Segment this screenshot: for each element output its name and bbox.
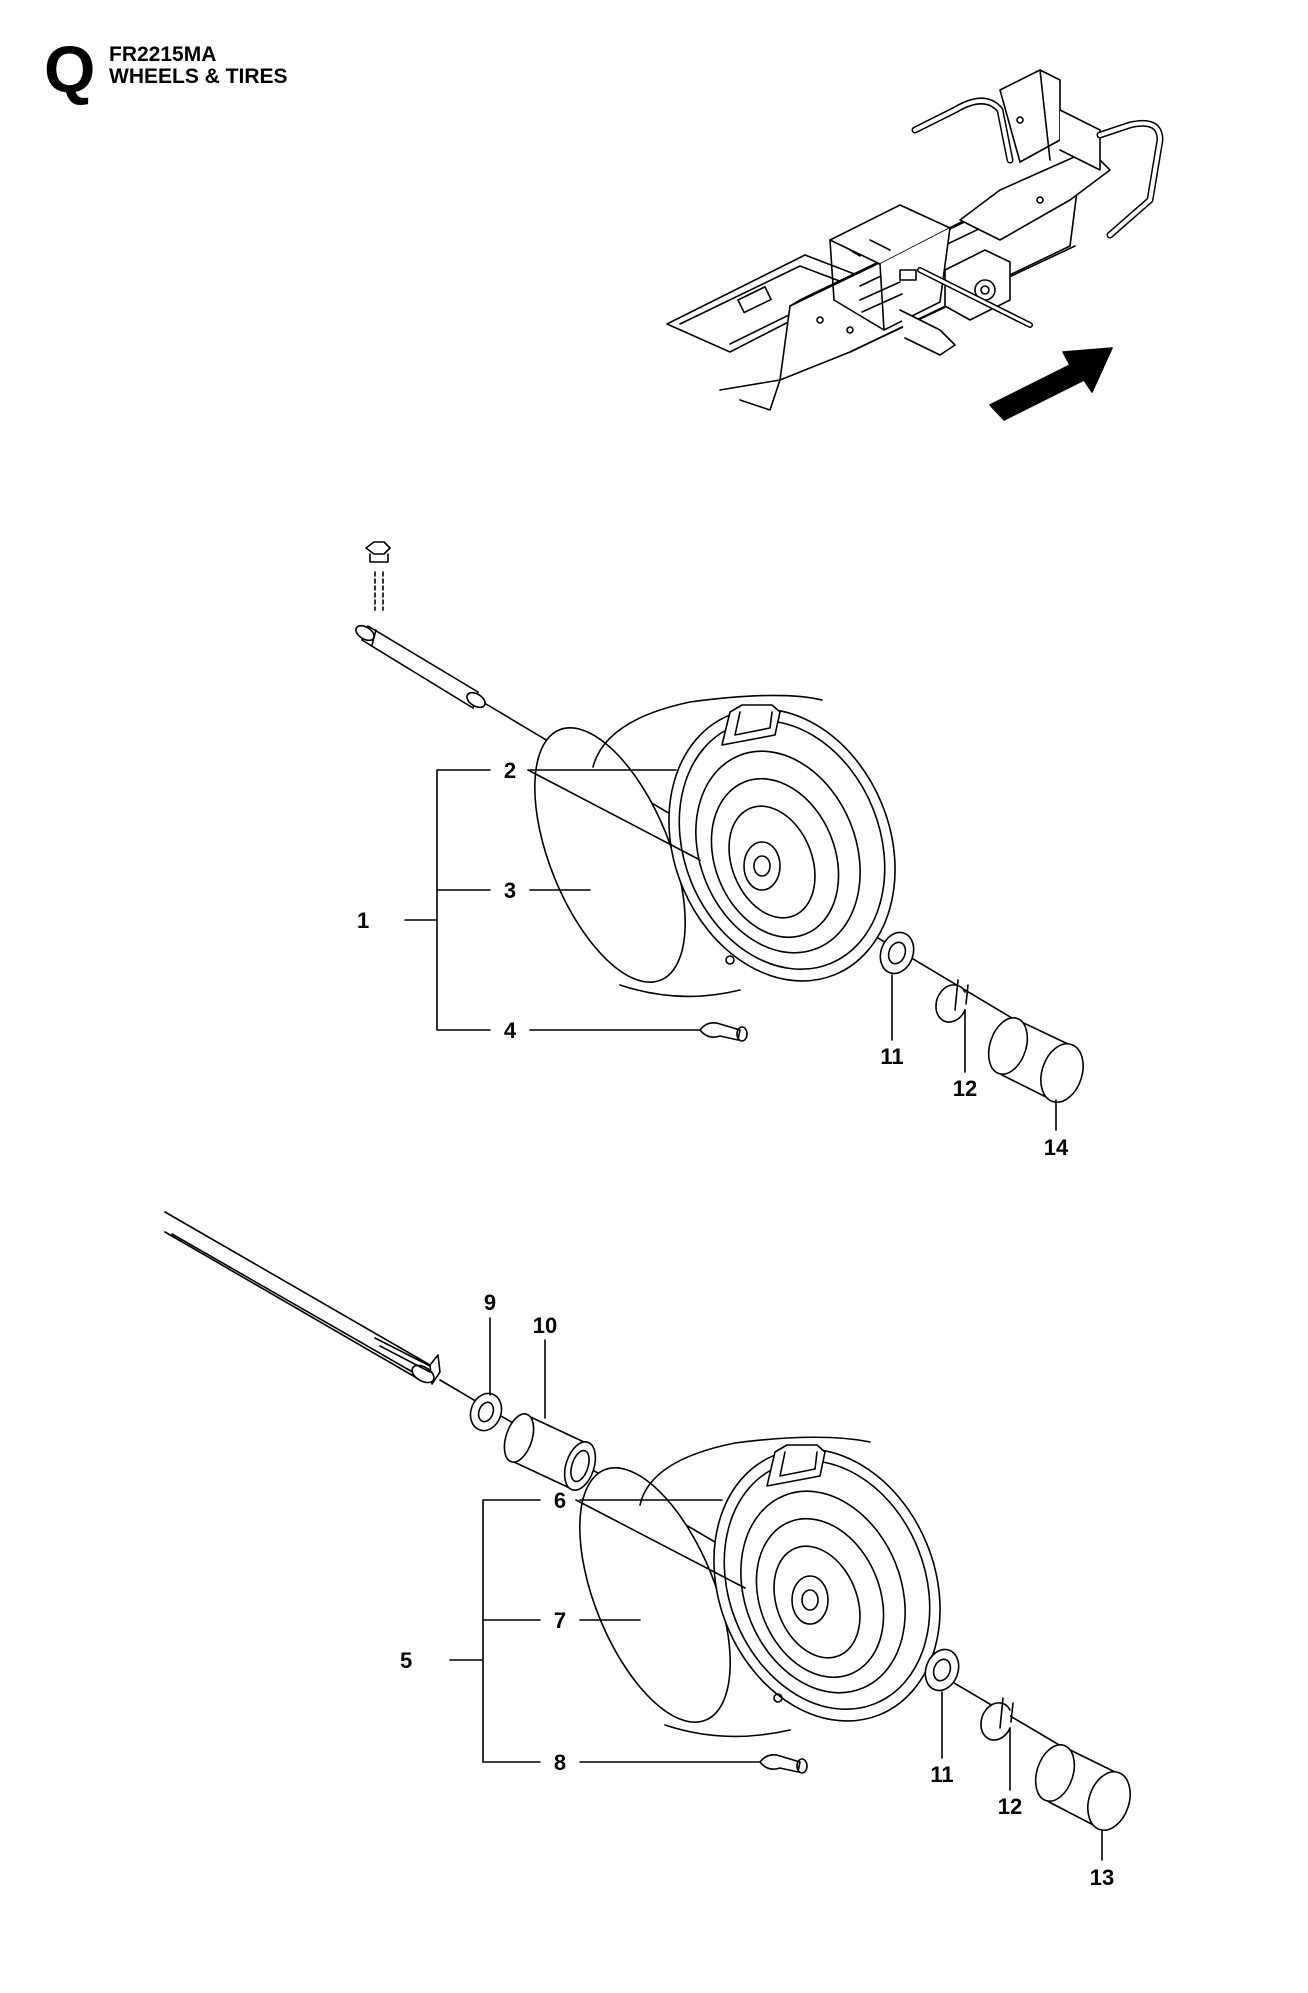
callout-12: 12 <box>998 1794 1022 1819</box>
location-arrow-icon <box>989 347 1113 421</box>
valve-stem <box>699 1022 748 1042</box>
callout-7: 7 <box>554 1608 566 1633</box>
callout-9: 9 <box>484 1290 496 1315</box>
axle-bolt <box>365 541 391 611</box>
callout-11: 11 <box>880 1044 903 1069</box>
callout-11: 11 <box>930 1762 953 1787</box>
section-letter: Q <box>44 32 96 106</box>
valve-stem <box>759 1754 808 1774</box>
callout-2: 2 <box>504 758 516 783</box>
front-wheel <box>534 694 896 998</box>
washer <box>924 1648 960 1692</box>
hub-cap <box>987 1017 1084 1103</box>
callout-8: 8 <box>554 1750 566 1775</box>
bushing <box>503 1413 597 1491</box>
hub-cap <box>1034 1744 1131 1831</box>
page-title: WHEELS & TIRES <box>109 65 288 88</box>
model-number: FR2215MA <box>109 43 217 66</box>
callout-12: 12 <box>953 1076 977 1101</box>
retaining-clip <box>980 1697 1014 1741</box>
callout-4: 4 <box>504 1018 517 1043</box>
callout-3: 3 <box>504 878 516 903</box>
callout-5: 5 <box>400 1648 412 1673</box>
callout-14: 14 <box>1044 1135 1069 1160</box>
rear-wheel-assembly <box>164 1211 1131 1861</box>
washer <box>879 931 915 975</box>
spacer-washer <box>469 1392 503 1432</box>
rear-axle <box>164 1211 441 1385</box>
callout-13: 13 <box>1090 1865 1114 1890</box>
front-wheel-assembly <box>355 541 1084 1131</box>
callout-1: 1 <box>357 908 369 933</box>
front-callouts: 1 2 3 4 11 12 14 <box>357 758 1069 1160</box>
chassis-frame-locator <box>666 69 1164 411</box>
rear-wheel <box>579 1436 941 1738</box>
callout-10: 10 <box>533 1313 557 1338</box>
retaining-clip <box>935 979 969 1023</box>
callout-6: 6 <box>554 1488 566 1513</box>
page-header: Q FR2215MA WHEELS & TIRES <box>40 32 640 108</box>
front-axle-pin <box>355 624 486 709</box>
rear-callouts: 5 6 7 8 9 10 11 12 13 <box>400 1290 1114 1890</box>
